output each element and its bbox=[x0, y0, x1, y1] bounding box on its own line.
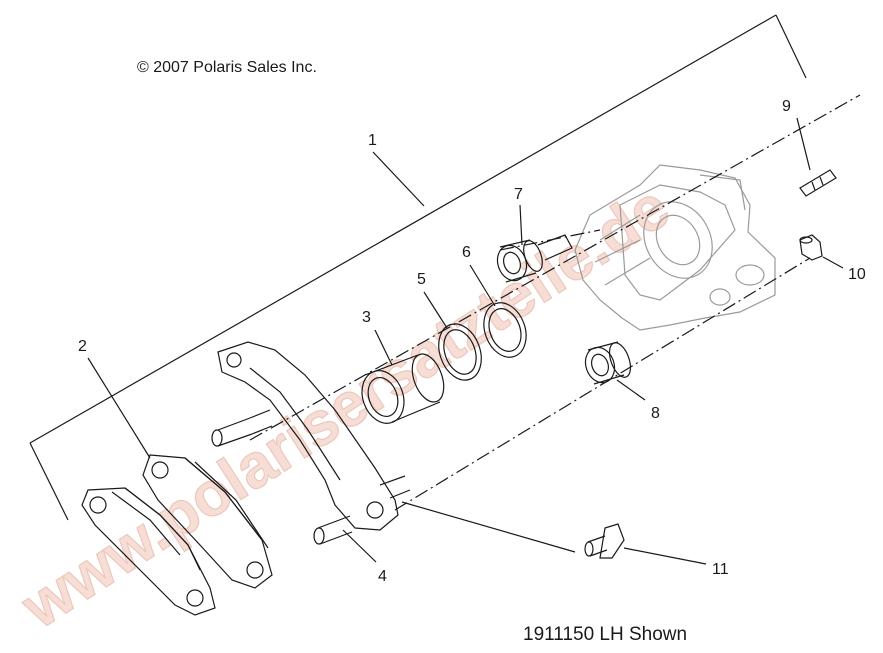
callout-10: 10 bbox=[848, 266, 866, 283]
callout-1: 1 bbox=[368, 132, 377, 149]
boot-8 bbox=[584, 341, 632, 385]
bushing-7 bbox=[496, 234, 573, 283]
brake-pad-outer bbox=[81, 487, 216, 616]
copyright-notice: © 2007 Polaris Sales Inc. bbox=[137, 59, 317, 76]
callout-4: 4 bbox=[378, 568, 387, 585]
callout-7: 7 bbox=[514, 186, 523, 203]
callout-8: 8 bbox=[651, 405, 660, 422]
callout-5: 5 bbox=[417, 271, 426, 288]
callout-3: 3 bbox=[362, 309, 371, 326]
callout-2: 2 bbox=[78, 338, 87, 355]
brake-pad-inner bbox=[142, 454, 273, 589]
pin-bolt bbox=[584, 523, 625, 559]
callout-11: 11 bbox=[712, 561, 729, 578]
leader-lines bbox=[87, 117, 844, 565]
seal-ring-5 bbox=[438, 323, 482, 381]
callout-6: 6 bbox=[462, 244, 471, 261]
diagram-id-label: 1911150 LH Shown bbox=[523, 624, 688, 645]
bleeder-screw bbox=[799, 169, 837, 197]
piston bbox=[361, 353, 445, 424]
caliper-mount-bracket bbox=[211, 341, 411, 545]
callout-9: 9 bbox=[782, 98, 791, 115]
seal-ring-6 bbox=[483, 302, 527, 358]
assembly-bracket bbox=[29, 14, 807, 521]
watermark-text: www.polarisersatzteile.de bbox=[9, 172, 681, 642]
bleeder-cap bbox=[799, 234, 823, 261]
caliper-body bbox=[574, 164, 776, 331]
